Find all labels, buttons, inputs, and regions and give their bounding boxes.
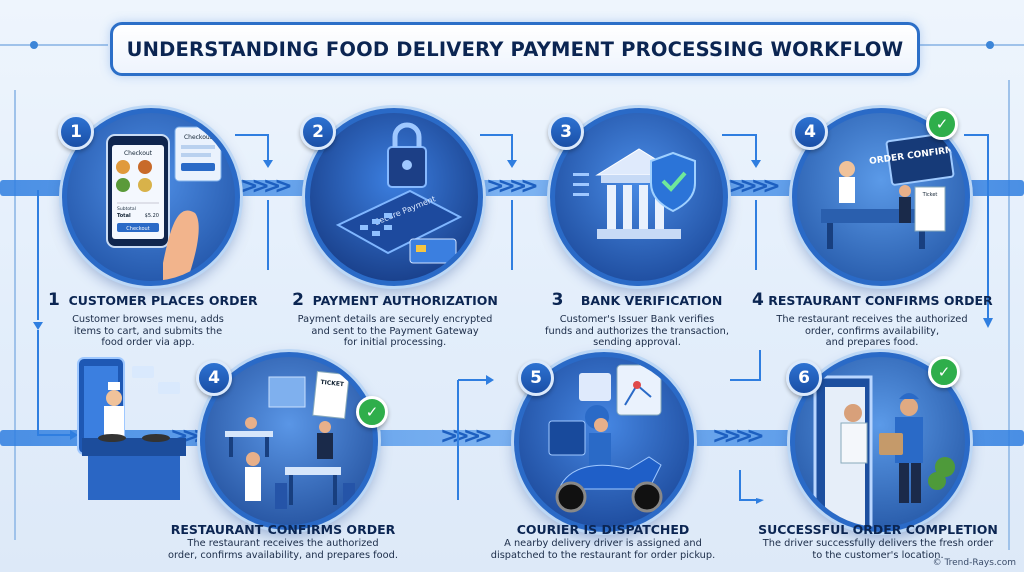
background-dot xyxy=(986,41,994,49)
step-5-description: A nearby delivery driver is assigned and… xyxy=(488,538,718,561)
step-4-description: The restaurant receives the authorized o… xyxy=(752,314,992,349)
check-icon: ✓ xyxy=(926,108,958,140)
step-1-text: 1 CUSTOMER PLACES ORDER Customer browses… xyxy=(48,290,248,349)
flow-arrows: >>>> xyxy=(486,174,532,199)
flow-arrows: >>>> xyxy=(240,174,286,199)
flow-arrows: >>>> xyxy=(440,424,486,449)
watermark: © Trend-Rays.com xyxy=(933,558,1016,568)
step-4b-title: RESTAURANT CONFIRMS ORDER xyxy=(168,522,398,537)
svg-text:Checkout: Checkout xyxy=(184,134,213,141)
svg-text:Total: Total xyxy=(117,213,131,219)
step-3-badge: 3 xyxy=(548,114,584,150)
step-2-text: 2 PAYMENT AUTHORIZATION Payment details … xyxy=(280,290,510,349)
flow-arrows: >>>> xyxy=(712,424,758,449)
background-line xyxy=(0,44,108,46)
step-6-text: SUCCESSFUL ORDER COMPLETION The driver s… xyxy=(758,522,998,561)
background-line xyxy=(14,90,16,540)
step-2-description: Payment details are securely encrypted a… xyxy=(280,314,510,349)
step-3-title: 3 BANK VERIFICATION xyxy=(522,290,752,310)
background-dot xyxy=(30,41,38,49)
kitchen-scene xyxy=(72,352,202,502)
step-4-text: 4 RESTAURANT CONFIRMS ORDER The restaura… xyxy=(752,290,992,349)
flow-arrows: >>>> xyxy=(728,174,774,199)
step-4-title: 4 RESTAURANT CONFIRMS ORDER xyxy=(752,290,992,310)
step-3-text: 3 BANK VERIFICATION Customer's Issuer Ba… xyxy=(522,290,752,349)
page-title: UNDERSTANDING FOOD DELIVERY PAYMENT PROC… xyxy=(127,38,904,61)
step-5-title: COURIER IS DISPATCHED xyxy=(488,522,718,537)
step-4-badge: 4 xyxy=(792,114,828,150)
title-banner: UNDERSTANDING FOOD DELIVERY PAYMENT PROC… xyxy=(110,22,920,76)
step-3-description: Customer's Issuer Bank verifies funds an… xyxy=(522,314,752,349)
svg-text:Checkout: Checkout xyxy=(126,226,149,232)
step-2-title: 2 PAYMENT AUTHORIZATION xyxy=(280,290,510,310)
step-1-title: 1 CUSTOMER PLACES ORDER xyxy=(48,290,248,310)
step-4b-text: RESTAURANT CONFIRMS ORDER The restaurant… xyxy=(168,522,398,561)
step-4b-description: The restaurant receives the authorized o… xyxy=(168,538,398,561)
step-6-title: SUCCESSFUL ORDER COMPLETION xyxy=(758,522,998,537)
step-5-text: COURIER IS DISPATCHED A nearby delivery … xyxy=(488,522,718,561)
background-line xyxy=(1008,80,1010,550)
step-6-badge: 6 xyxy=(786,360,822,396)
check-icon: ✓ xyxy=(928,356,960,388)
step-4b-badge: 4 xyxy=(196,360,232,396)
svg-text:$5.20: $5.20 xyxy=(145,213,159,219)
step-1-description: Customer browses menu, adds items to car… xyxy=(48,314,248,349)
step-5-badge: 5 xyxy=(518,360,554,396)
check-icon: ✓ xyxy=(356,396,388,428)
step-2-badge: 2 xyxy=(300,114,336,150)
svg-text:Subtotal: Subtotal xyxy=(117,206,136,212)
background-line xyxy=(916,44,1024,46)
checkout-header: Checkout xyxy=(124,150,153,157)
step-1-badge: 1 xyxy=(58,114,94,150)
svg-text:Ticket: Ticket xyxy=(922,192,938,198)
